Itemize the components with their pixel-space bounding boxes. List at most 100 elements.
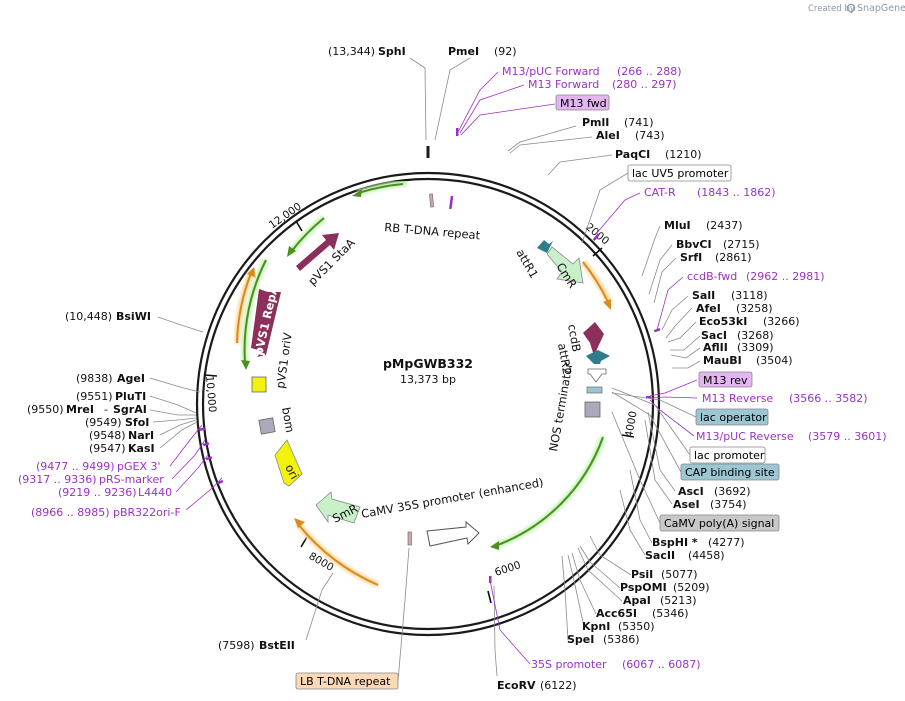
acc65i-name: Acc65I	[596, 607, 637, 620]
bsphi-pos: (4277)	[708, 536, 745, 549]
agei-pos: (9838)	[76, 372, 113, 385]
agei-name: AgeI	[117, 372, 145, 385]
attr1-label: attR1	[513, 247, 541, 281]
leader-saci	[670, 335, 701, 351]
leader-kasi	[159, 421, 198, 449]
tick-12000	[295, 220, 303, 232]
orf-arrowhead	[247, 267, 256, 278]
leader-pgex3	[169, 424, 203, 467]
leader-lac-uv5	[581, 172, 629, 244]
leader-prs	[171, 439, 206, 480]
leader-pmei	[434, 57, 471, 141]
ccdb-fwd-name: ccdB-fwd	[687, 270, 737, 283]
orf-arc-left-green	[243, 259, 267, 364]
eco53ki-name: Eco53kI	[699, 315, 747, 328]
afei-pos: (3258)	[736, 302, 773, 315]
leader-pspomi	[579, 545, 621, 589]
pvs1-repa-arrow	[251, 289, 281, 357]
bom-label: bom	[279, 406, 297, 434]
m13puc-fwd-range: (266 .. 288)	[617, 65, 682, 78]
l4440-range: (9219 .. 9236)	[58, 486, 137, 499]
sphi-pos: (13,344)	[328, 45, 375, 58]
tick-10000	[204, 374, 218, 377]
ticks: 2000 4000 6000 8000 10,000 12,000	[203, 201, 640, 604]
leader-cat-r	[595, 192, 641, 235]
asci-pos: (3692)	[714, 485, 751, 498]
leader-bsiwi	[157, 316, 204, 333]
lb-tdna-marker	[407, 531, 412, 546]
m13-rev-box-label: M13 rev	[703, 374, 748, 387]
m13-fwd-name: M13 Forward	[528, 78, 599, 91]
prs-range: (9317 .. 9336)	[18, 473, 97, 486]
tick-label-12000: 12,000	[267, 201, 304, 232]
primer-tick	[216, 479, 224, 485]
pvs1-oriv-box	[251, 376, 267, 393]
mlui-pos: (2437)	[706, 219, 743, 232]
leader-asci	[647, 411, 676, 492]
m13-rev-box	[698, 371, 753, 388]
leader-bbvci	[648, 244, 673, 295]
bbvci-pos: (2715)	[723, 238, 760, 251]
rb-tdna-marker	[429, 193, 434, 208]
leader-sacii	[619, 489, 646, 556]
pluti-name: PluTI	[115, 390, 146, 403]
smr-arrow	[315, 491, 361, 524]
leader-cap-site	[611, 391, 682, 473]
leader-ecorv	[493, 585, 498, 677]
orf-arc-bottom-orange	[297, 523, 379, 586]
orf-arcs	[234, 180, 613, 588]
paqci-pos: (1210)	[665, 148, 702, 161]
leader-bsphi	[629, 469, 653, 544]
leader-m13-fwd	[459, 84, 525, 134]
primer-tick	[653, 328, 661, 333]
orf-arrowhead	[352, 189, 362, 197]
leader-agei	[149, 377, 201, 393]
enzyme-labels: (13,344) SphI PmeI (92) PmlI (741) AleI …	[27, 45, 800, 692]
cat-r-range: (1843 .. 1862)	[697, 186, 776, 199]
lac-operator-marker	[586, 386, 603, 394]
p35s-range: (6067 .. 6087)	[622, 658, 701, 671]
psii-name: PsiI	[631, 568, 653, 581]
orf-arc-left-orange	[236, 272, 252, 344]
lb-tdna-label: LB T-DNA repeat	[300, 675, 391, 688]
leader-sfoi	[152, 417, 197, 423]
leader-eco53ki	[667, 321, 697, 343]
leader-srfi	[653, 257, 677, 304]
pspomi-pos: (5209)	[673, 581, 710, 594]
leader-pluti	[149, 395, 197, 414]
primer-ticks	[198, 128, 661, 583]
ecorv-pos: (6122)	[540, 679, 577, 692]
leader-lac-promoter	[611, 387, 691, 456]
primer-tick	[198, 427, 206, 431]
m13puc-fwd-name: M13/pUC Forward	[502, 65, 600, 78]
mlui-name: MluI	[664, 219, 691, 232]
sfoi-name: SfoI	[125, 416, 149, 429]
leader-kpni	[567, 554, 585, 628]
acc65i-pos: (5346)	[652, 607, 689, 620]
pvs1-oriv-label: pVS1 oriV	[273, 332, 295, 390]
ecorv-name: EcoRV	[497, 679, 536, 692]
plasmid-name: pMpGWB332	[383, 356, 473, 371]
l4440-name: L4440	[138, 486, 172, 499]
leader-paqci	[547, 154, 613, 176]
leader-apai	[577, 547, 623, 602]
paqci-name: PaqCI	[615, 148, 650, 161]
leader-alei	[509, 136, 593, 154]
leader-camv-polya	[611, 411, 661, 524]
nos-terminator-label: NOS terminator	[546, 361, 575, 452]
cap-site-label: CAP binding site	[685, 466, 775, 479]
sali-pos: (3118)	[731, 289, 768, 302]
leader-lb-tdna	[397, 547, 410, 682]
leader-asei	[644, 419, 673, 505]
tick-label-6000: 6000	[493, 559, 522, 579]
spei-pos: (5386)	[603, 633, 640, 646]
tick-label-4000: 4000	[623, 410, 639, 438]
pspomi-name: PspOMI	[620, 581, 667, 594]
spei-name: SpeI	[567, 633, 594, 646]
orf-arrowhead	[490, 541, 499, 550]
pvs1-staa-arrow	[296, 233, 339, 271]
leader-35s	[489, 579, 531, 665]
cat-r-name: CAT-R	[644, 186, 676, 199]
orf-arrowhead	[294, 518, 305, 528]
